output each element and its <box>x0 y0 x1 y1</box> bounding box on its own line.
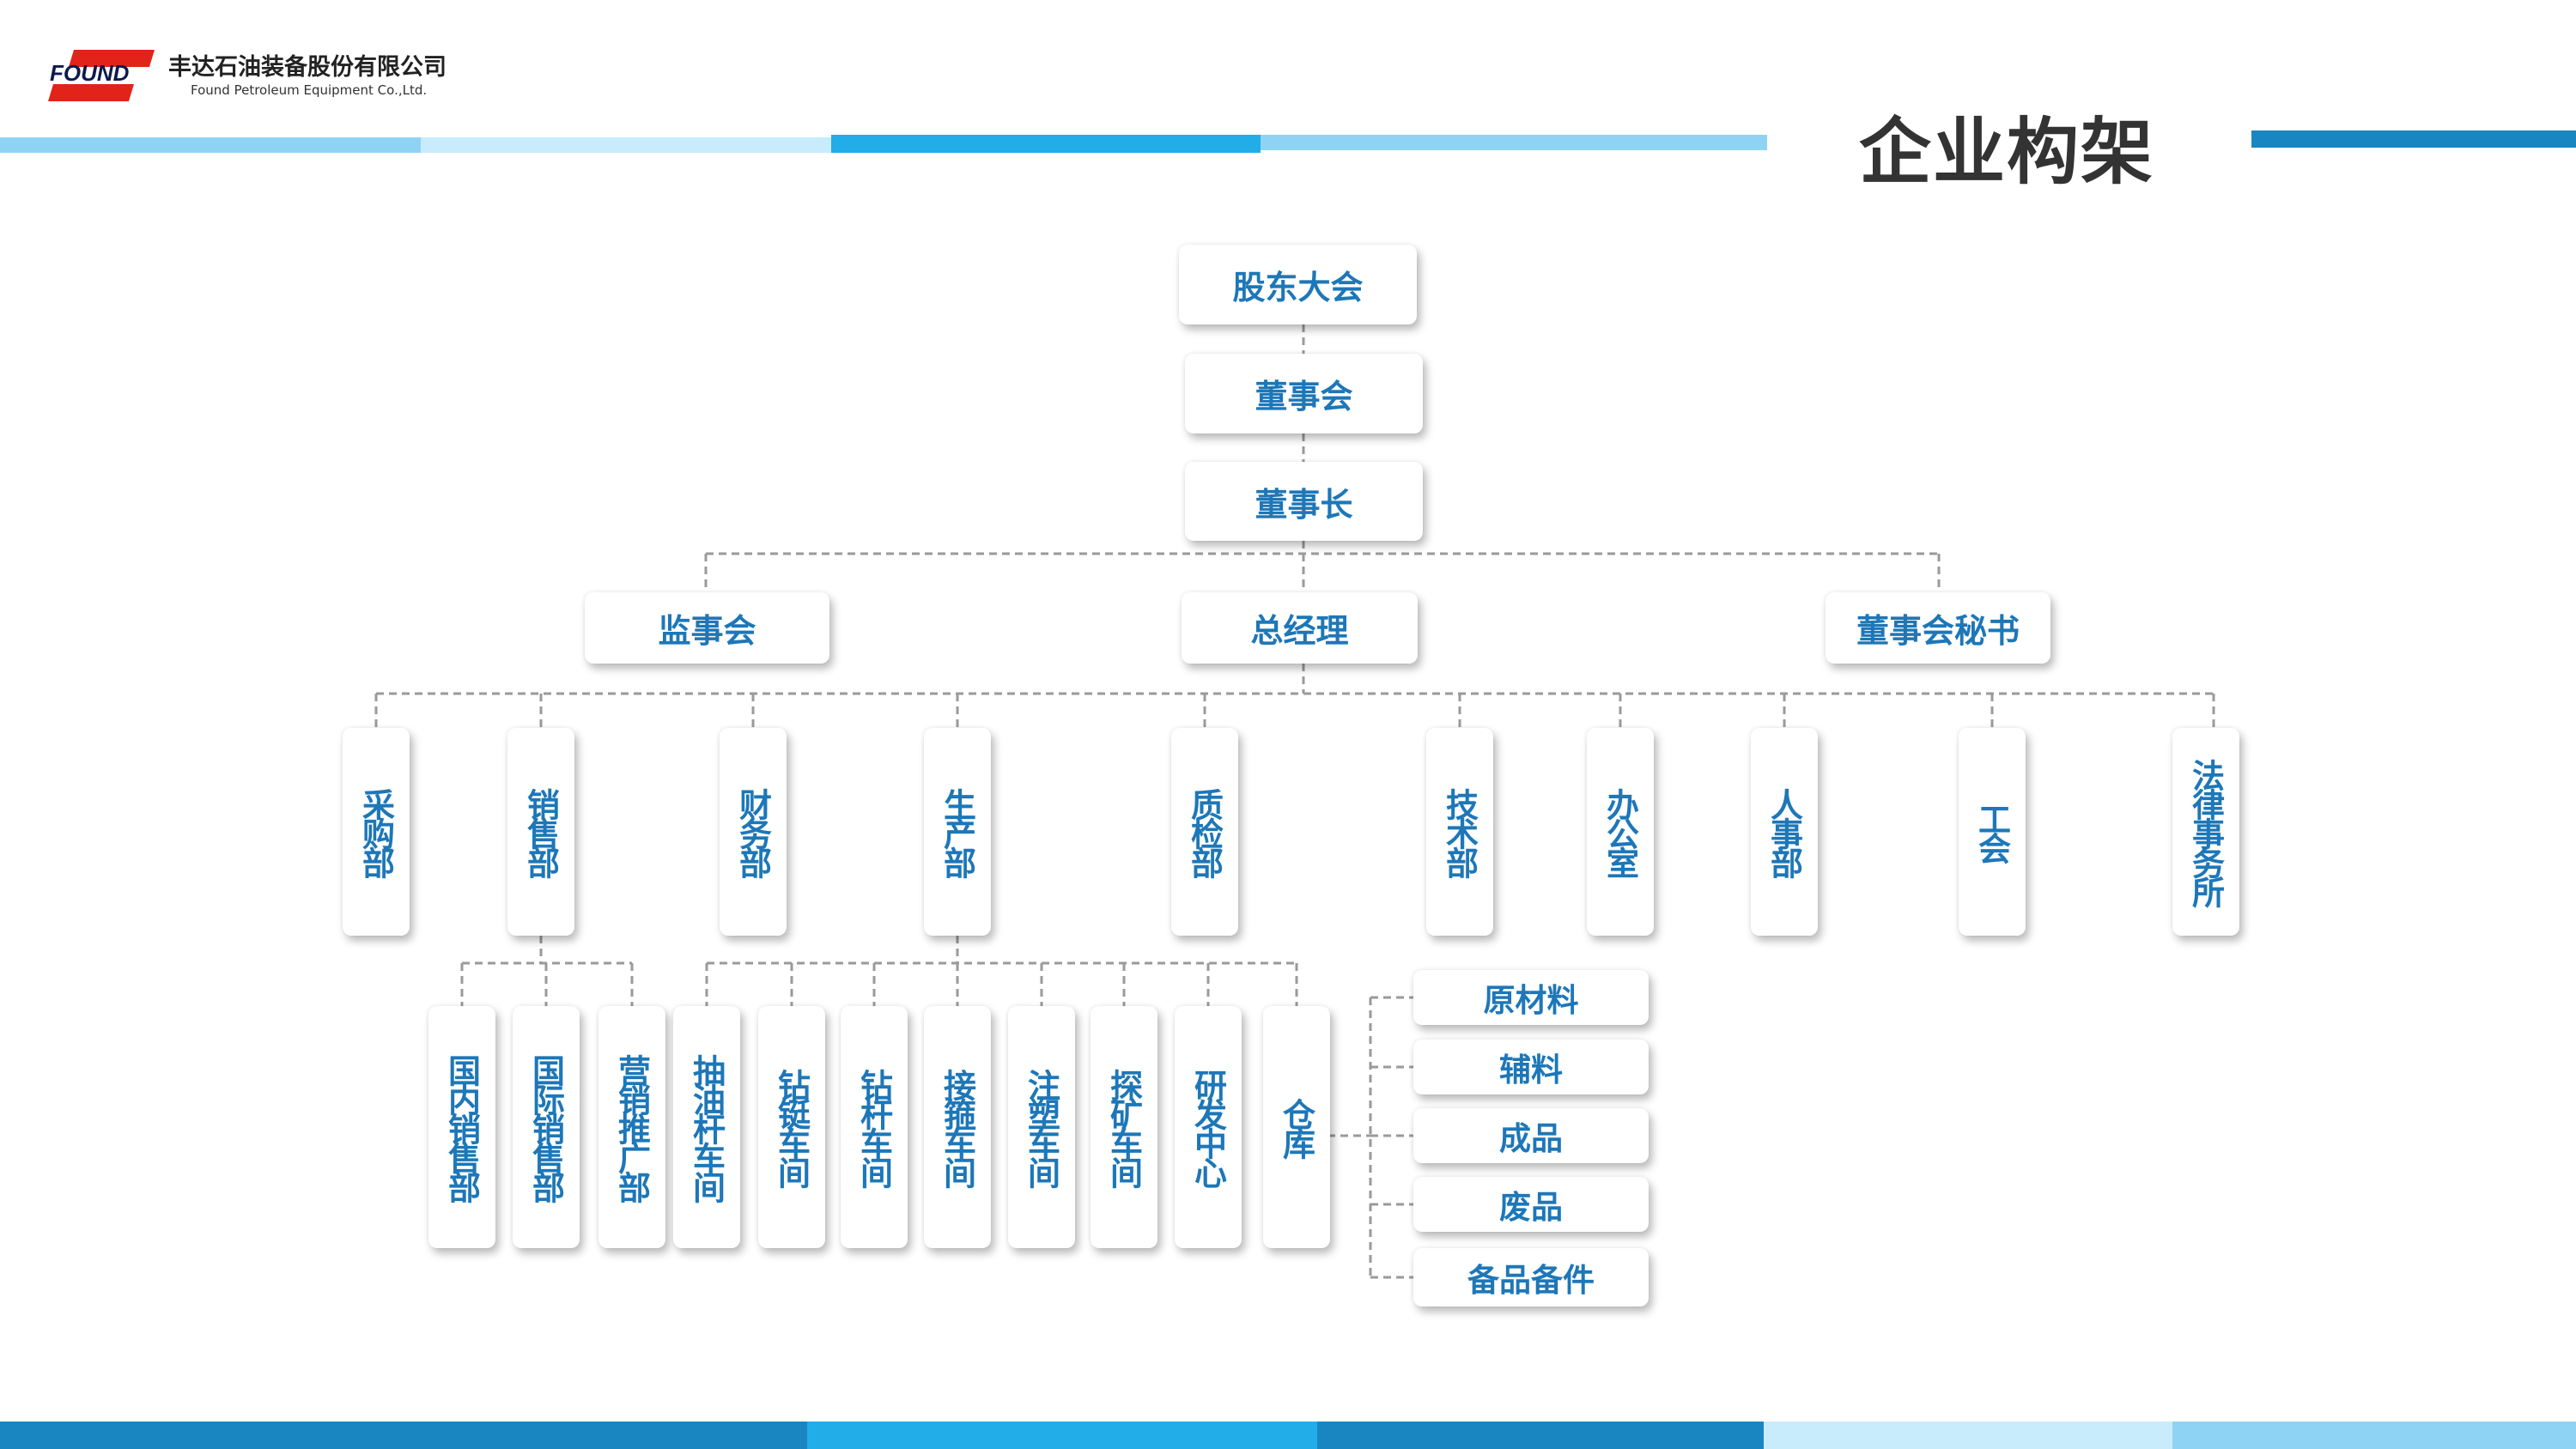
node-general-manager: 总经理 <box>1182 592 1418 664</box>
node-finished-goods: 成品 <box>1413 1108 1649 1163</box>
node-rd-center: 研发中心 <box>1175 1006 1242 1248</box>
header-bar-pale <box>421 137 831 153</box>
footer-bar-light <box>1764 1422 2172 1449</box>
node-scrap: 废品 <box>1413 1177 1649 1232</box>
company-name-cn: 丰达石油装备股份有限公司 <box>168 54 447 81</box>
footer-bar-dark-left <box>0 1422 807 1449</box>
node-exploration-workshop: 探矿车间 <box>1091 1006 1157 1248</box>
header-bar-pale-left <box>0 137 421 153</box>
header-bar-right <box>2251 130 2576 148</box>
node-domestic-sales: 国内销售部 <box>428 1006 495 1248</box>
node-dept-quality: 质检部 <box>1171 728 1238 936</box>
header-bar-mid <box>831 135 1261 153</box>
node-dept-office: 办公室 <box>1587 728 1654 936</box>
node-dept-production: 生产部 <box>924 728 991 936</box>
company-logo: FOUND <box>48 45 155 106</box>
node-spare-parts: 备品备件 <box>1413 1248 1649 1307</box>
node-dept-technology: 技术部 <box>1426 728 1493 936</box>
node-dept-union: 工会 <box>1959 728 2026 936</box>
header-bar-light <box>1261 135 1767 150</box>
footer-bar-mid-right <box>2172 1422 2576 1449</box>
node-dept-sales: 销售部 <box>507 728 574 936</box>
node-supervisory-board: 监事会 <box>585 592 829 664</box>
node-shareholders-meeting: 股东大会 <box>1179 245 1417 324</box>
footer-bar-dark <box>1317 1422 1764 1449</box>
node-dept-finance: 财务部 <box>720 728 787 936</box>
node-warehouse: 仓库 <box>1263 1006 1330 1248</box>
node-board-secretary: 董事会秘书 <box>1826 592 2050 664</box>
node-dept-hr: 人事部 <box>1751 728 1818 936</box>
node-injection-workshop: 注塑车间 <box>1008 1006 1075 1248</box>
logo-text: FOUND <box>50 60 130 86</box>
node-marketing-promotion: 营销推广部 <box>598 1006 665 1248</box>
node-raw-materials: 原材料 <box>1413 970 1649 1025</box>
node-chairman: 董事长 <box>1185 462 1423 541</box>
node-international-sales: 国际销售部 <box>513 1006 580 1248</box>
node-coupling-workshop: 接箍车间 <box>924 1006 991 1248</box>
node-dept-legal: 法律事务所 <box>2172 728 2239 936</box>
node-drill-collar-workshop: 钻铤车间 <box>758 1006 825 1248</box>
node-board-of-directors: 董事会 <box>1185 354 1423 433</box>
page-title: 企业构架 <box>1859 110 2155 194</box>
node-auxiliary-materials: 辅料 <box>1413 1040 1649 1094</box>
node-sucker-rod-workshop: 抽油杆车间 <box>673 1006 740 1248</box>
node-dept-procurement: 采购部 <box>343 728 410 936</box>
node-drill-pipe-workshop: 钻杆车间 <box>841 1006 908 1248</box>
company-name-en: Found Petroleum Equipment Co.,Ltd. <box>191 82 428 98</box>
footer-bar-mid <box>807 1422 1317 1449</box>
